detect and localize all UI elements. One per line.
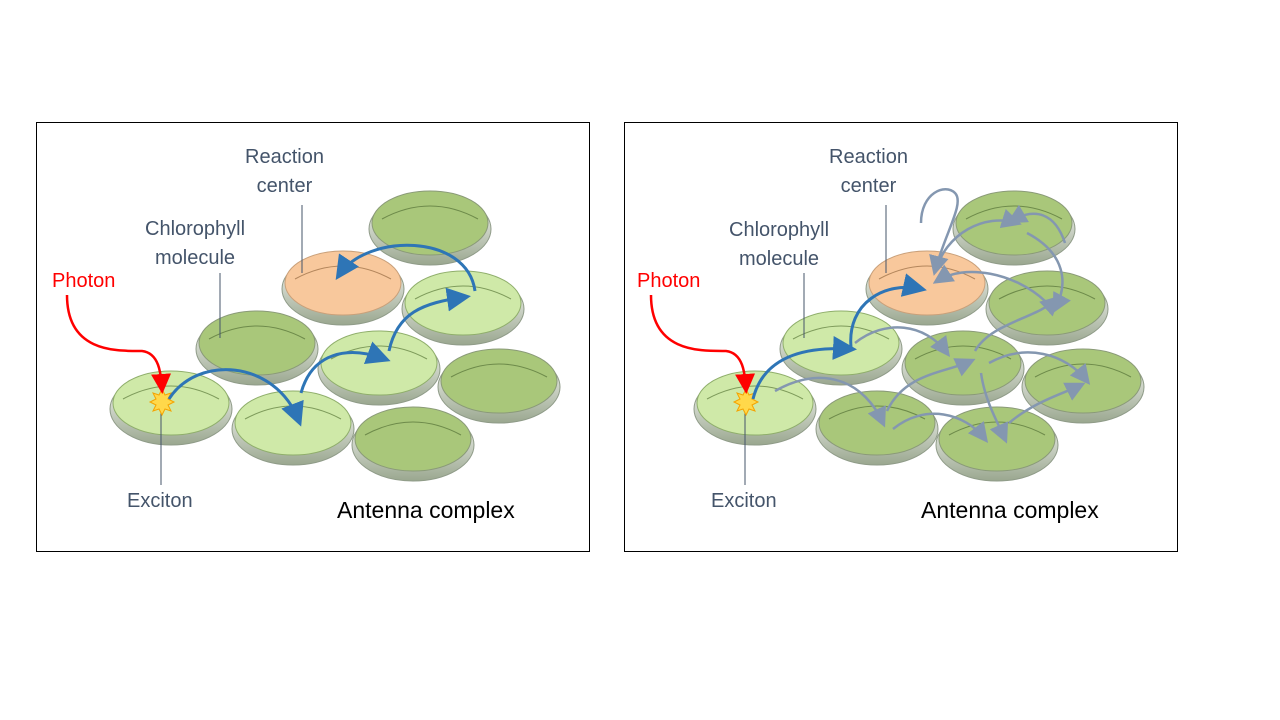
random-walk-arrows bbox=[774, 188, 1091, 444]
disc-right-upper bbox=[985, 270, 1109, 346]
disc-bottom-center bbox=[231, 390, 355, 466]
reaction-center-disc bbox=[281, 250, 405, 326]
left-panel: Reaction center Chlorophyll molecule Pho… bbox=[36, 122, 590, 552]
disc-right-middle bbox=[1021, 348, 1145, 424]
transfer-arrow-4 bbox=[335, 243, 477, 292]
disc-right-middle bbox=[437, 348, 561, 424]
transfer-arrow-2 bbox=[299, 341, 391, 394]
exciton-burst-icon bbox=[148, 387, 176, 417]
transfer-arrow-2 bbox=[849, 273, 927, 348]
transfer-arrows bbox=[751, 273, 927, 400]
disc-center bbox=[317, 330, 441, 406]
photon-label: Photon bbox=[637, 270, 701, 292]
reaction-center-disc bbox=[865, 250, 989, 326]
reaction-center-label: Reaction center bbox=[829, 146, 908, 197]
antenna-complex-label: Antenna complex bbox=[337, 497, 515, 523]
transfer-arrow-1 bbox=[167, 368, 304, 427]
disc-center bbox=[901, 330, 1025, 406]
photon-arrow bbox=[649, 294, 756, 394]
antenna-complex-label: Antenna complex bbox=[921, 497, 1099, 523]
photon-label: Photon bbox=[52, 270, 116, 292]
antenna-diagram-left bbox=[65, 190, 561, 485]
transfer-arrows bbox=[167, 243, 477, 427]
disc-bottom-right bbox=[351, 406, 475, 482]
transfer-arrow-1 bbox=[751, 336, 857, 400]
exciton-label: Exciton bbox=[127, 490, 193, 512]
chlorophyll-label: Chlorophyll molecule bbox=[145, 218, 246, 269]
chlorophyll-label: Chlorophyll molecule bbox=[729, 219, 830, 270]
chlorophyll-disc bbox=[195, 310, 319, 386]
transfer-arrow-3 bbox=[387, 287, 471, 352]
reaction-center-label: Reaction center bbox=[245, 146, 324, 197]
disc-top-right bbox=[368, 190, 492, 266]
photon-arrow bbox=[65, 294, 172, 394]
right-panel: Reaction center Chlorophyll molecule Pho… bbox=[624, 122, 1178, 552]
exciton-label: Exciton bbox=[711, 490, 777, 512]
antenna-diagram-right bbox=[649, 188, 1145, 485]
disc-bottom-center bbox=[815, 390, 939, 466]
exciton-disc bbox=[109, 370, 233, 446]
